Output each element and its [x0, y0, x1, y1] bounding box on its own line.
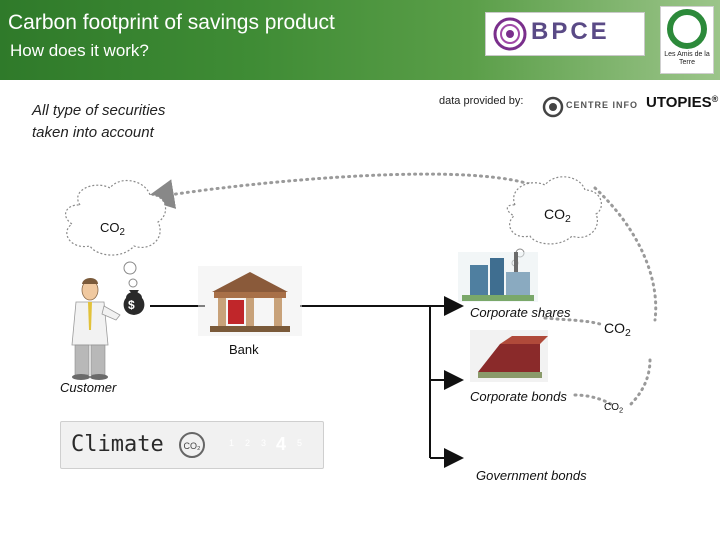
co2-return-arrow	[144, 172, 542, 209]
climate-scale-5: 5	[297, 438, 303, 448]
utopies-logo: UTOPIES®	[646, 94, 719, 111]
data-provided-label: data provided by:	[439, 95, 524, 107]
co2-label-shares: CO2	[604, 320, 631, 340]
page-title: Carbon footprint of savings product	[8, 11, 335, 34]
co2-label-bonds: CO2	[604, 402, 624, 415]
bpce-emblem-icon	[493, 17, 527, 51]
customer-label: Customer	[60, 380, 117, 395]
co2-label-customer: CO2	[100, 220, 125, 238]
corporate-bonds-label: Corporate bonds	[470, 389, 567, 404]
co2-side-dots-far	[628, 358, 652, 407]
customer-thought-cloud	[64, 179, 167, 298]
bpce-logo: BPCE	[485, 12, 645, 56]
corporate-shares-factory-icon	[458, 252, 538, 302]
co2-bonds-dots	[573, 393, 614, 407]
climate-rating-bar: Climate CO₂	[60, 421, 324, 469]
page-subtitle: How does it work?	[10, 41, 149, 60]
co2-shares-dots	[543, 316, 602, 326]
co2-circle-icon: CO₂	[179, 432, 205, 458]
climate-label: Climate	[71, 432, 164, 457]
money-bag-icon	[123, 290, 145, 315]
earth-ring-icon	[667, 9, 707, 49]
co2-side-dots-right	[593, 186, 658, 322]
climate-scale-1: 1	[229, 438, 235, 448]
co2-label-company: CO2	[544, 206, 571, 226]
centre-info-logo-text: CENTRE INFO	[566, 100, 639, 110]
corporate-bonds-facility-icon	[470, 330, 548, 382]
bank-building-icon	[198, 266, 302, 336]
centre-info-logo-icon	[542, 96, 564, 118]
svg-text:CO₂: CO₂	[184, 441, 202, 451]
header-banner: Carbon footprint of savings product How …	[0, 0, 720, 80]
bank-label: Bank	[229, 342, 259, 357]
customer-figure-icon	[71, 278, 121, 380]
amis-de-la-terre-logo: Les Amis de la Terre	[660, 6, 714, 74]
climate-scale-3: 3	[261, 438, 267, 448]
dollar-sign: $	[128, 298, 135, 312]
corporate-shares-label: Corporate shares	[470, 305, 571, 320]
securities-note: All type of securities taken into accoun…	[32, 102, 166, 141]
government-bonds-label: Government bonds	[476, 468, 587, 483]
climate-scale-2: 2	[245, 438, 251, 448]
climate-scale-4: 4	[276, 434, 287, 454]
